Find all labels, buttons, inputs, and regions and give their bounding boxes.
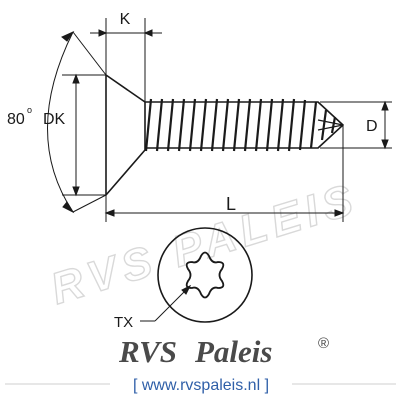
d-label: D	[366, 118, 378, 135]
dimension-lines	[47, 18, 392, 222]
screw-head	[105, 74, 146, 196]
angle-degree-mark: o	[27, 105, 32, 115]
k-label: K	[120, 11, 131, 28]
screw-side-view	[105, 74, 344, 196]
dk-label: DK	[43, 111, 66, 128]
torx-recess	[185, 251, 225, 299]
website-link[interactable]: [ www.rvspaleis.nl ]	[133, 377, 269, 394]
l-label: L	[226, 194, 236, 214]
tx-label: TX	[114, 314, 133, 331]
screw-head-top-view	[157, 227, 253, 323]
screw-threads	[144, 98, 337, 152]
brand-name-rvs: RVS	[118, 334, 177, 369]
brand-name-paleis: Paleis	[194, 334, 273, 369]
brand-logo: RVS Paleis ®	[118, 334, 329, 369]
registered-mark: ®	[318, 335, 329, 352]
tx-leader	[140, 284, 192, 322]
angle-label: 80	[7, 111, 25, 128]
